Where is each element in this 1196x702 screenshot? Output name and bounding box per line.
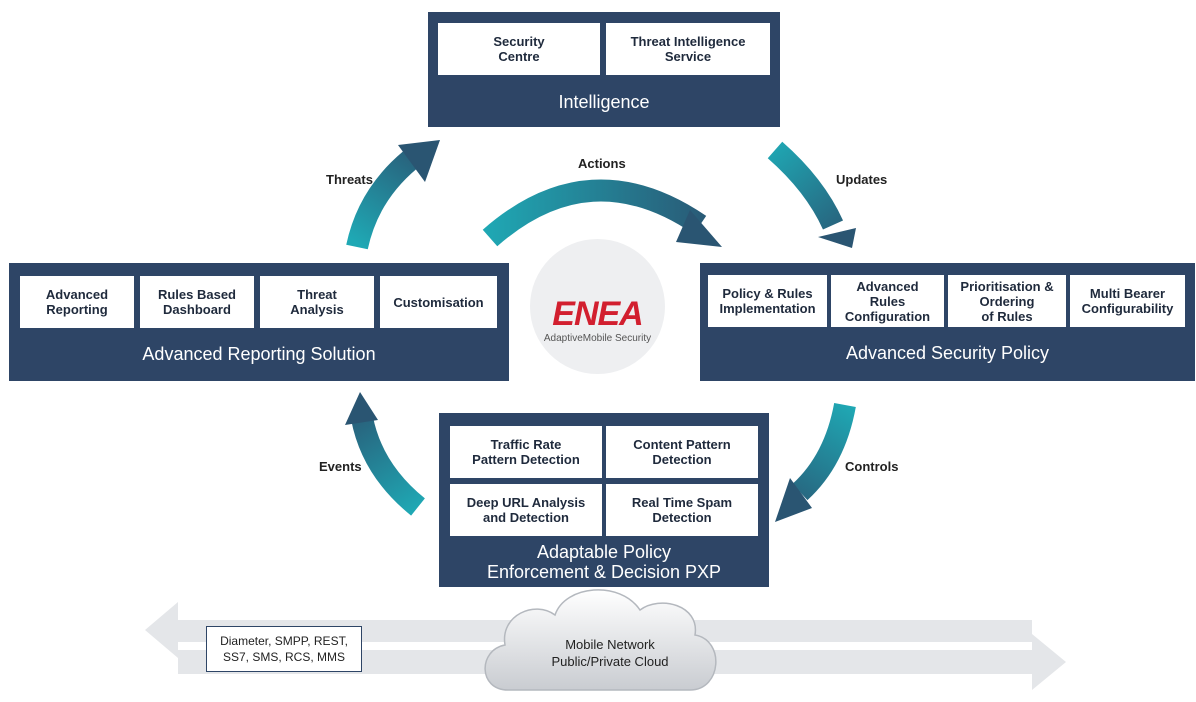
intelligence-panel: Security Centre Threat Intelligence Serv… — [428, 12, 780, 127]
enea-logo-word: ENEA — [552, 295, 643, 333]
updates-arrow-head — [818, 228, 856, 248]
updates-arrow — [767, 141, 844, 230]
real-time-spam-box: Real Time Spam Detection — [606, 484, 758, 536]
threat-intelligence-service-box: Threat Intelligence Service — [606, 23, 770, 75]
policy-rules-implementation-box: Policy & Rules Implementation — [708, 275, 827, 327]
controls-arrow-head — [775, 478, 812, 522]
threats-label: Threats — [326, 172, 373, 187]
traffic-rate-pattern-box: Traffic Rate Pattern Detection — [450, 426, 602, 478]
actions-arrow-head — [676, 210, 722, 247]
reporting-panel: Advanced Reporting Rules Based Dashboard… — [9, 263, 509, 381]
security-centre-box: Security Centre — [438, 23, 600, 75]
deep-url-analysis-box: Deep URL Analysis and Detection — [450, 484, 602, 536]
controls-label: Controls — [845, 459, 899, 474]
threats-arrow-head — [398, 140, 440, 182]
cloud-icon — [484, 589, 717, 691]
threats-arrow — [346, 151, 418, 250]
prioritisation-ordering-box: Prioritisation & Ordering of Rules — [948, 275, 1066, 327]
controls-arrow — [792, 402, 856, 501]
intelligence-title: Intelligence — [558, 92, 650, 112]
events-arrow-head — [345, 392, 378, 425]
enforcement-panel: Traffic Rate Pattern Detection Content P… — [439, 413, 769, 587]
enea-logo-subtitle: AdaptiveMobile Security — [543, 333, 652, 344]
actions-arrow — [482, 179, 707, 247]
enforcement-title: Adaptable Policy Enforcement & Decision … — [486, 542, 722, 582]
content-pattern-box: Content Pattern Detection — [606, 426, 758, 478]
updates-label: Updates — [836, 172, 888, 187]
advanced-rules-configuration-box: Advanced Rules Configuration — [831, 275, 944, 327]
actions-label: Actions — [578, 156, 626, 171]
events-label: Events — [319, 459, 362, 474]
reporting-title: Advanced Reporting Solution — [142, 344, 376, 364]
protocols-box: Diameter, SMPP, REST, SS7, SMS, RCS, MMS — [206, 626, 362, 672]
security-policy-panel: Policy & Rules Implementation Advanced R… — [700, 263, 1195, 381]
customisation-box: Customisation — [380, 276, 497, 328]
enea-logo: ENEA AdaptiveMobile Security — [530, 239, 665, 374]
threat-analysis-box: Threat Analysis — [260, 276, 374, 328]
advanced-reporting-box: Advanced Reporting — [20, 276, 134, 328]
events-arrow — [351, 415, 426, 516]
cloud-label: Mobile Network Public/Private Cloud — [551, 637, 669, 669]
multi-bearer-configurability-box: Multi Bearer Configurability — [1070, 275, 1185, 327]
security-policy-title: Advanced Security Policy — [845, 343, 1050, 363]
rules-based-dashboard-box: Rules Based Dashboard — [140, 276, 254, 328]
